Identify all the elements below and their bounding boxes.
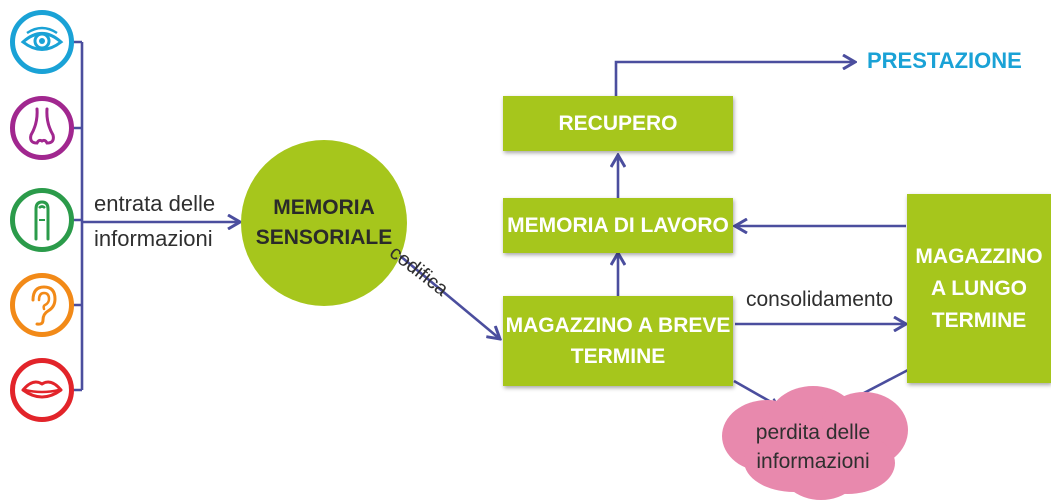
- eye-sense: [10, 10, 74, 74]
- short-term-line2: TERMINE: [570, 345, 666, 368]
- eye-icon: [20, 26, 64, 51]
- working-memory-box: MEMORIA DI LAVORO: [503, 198, 733, 253]
- short-term-line1: MAGAZZINO A BREVE: [505, 314, 731, 337]
- output-label: PRESTAZIONE: [867, 48, 1022, 73]
- retrieval-to-output-arrow: [614, 62, 855, 96]
- mouth-icon: [21, 380, 63, 399]
- short-term-store-box: MAGAZZINO A BREVE TERMINE: [503, 296, 733, 386]
- input-label: entrata delle informazioni: [94, 190, 215, 252]
- consolidation-label: consolidamento: [746, 288, 894, 311]
- working-memory-label: MEMORIA DI LAVORO: [507, 213, 729, 237]
- ear-icon: [31, 285, 57, 326]
- sensory-memory-line1: MEMORIA: [273, 196, 375, 219]
- input-label-line1: entrata delle: [94, 191, 216, 216]
- sensory-memory-node: MEMORIA SENSORIALE: [241, 140, 407, 306]
- encoding-arrow: [392, 249, 500, 339]
- nose-sense: [10, 96, 74, 160]
- long-term-line1: MAGAZZINO: [915, 244, 1043, 268]
- finger-touch-icon: [34, 200, 50, 241]
- retrieval-box: RECUPERO: [503, 96, 733, 151]
- long-term-store-box: MAGAZZINO A LUNGO TERMINE: [907, 194, 1051, 383]
- long-term-line2: A LUNGO: [930, 276, 1028, 300]
- ear-sense: [10, 273, 74, 337]
- input-label-line2: informazioni: [94, 226, 213, 251]
- nose-icon: [29, 107, 55, 145]
- long-term-line3: TERMINE: [931, 308, 1027, 332]
- information-loss-line1: perdita delle: [755, 421, 871, 444]
- retrieval-label: RECUPERO: [558, 111, 678, 135]
- information-loss-line2: informazioni: [756, 450, 870, 473]
- mouth-sense: [10, 358, 74, 422]
- information-loss-label: perdita delle informazioni: [738, 418, 888, 476]
- touch-sense: [10, 188, 74, 252]
- sensory-memory-line2: SENSORIALE: [255, 226, 393, 249]
